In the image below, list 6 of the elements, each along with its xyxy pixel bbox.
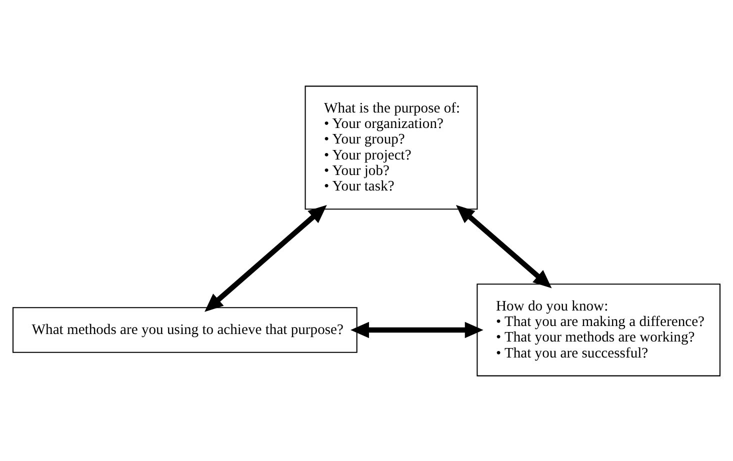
arrow xyxy=(350,321,484,338)
arrow xyxy=(456,204,552,288)
node-box: What methods are you using to achieve that purpose? xyxy=(12,306,358,352)
node-box: What is the purpose of: • Your organization? • Your group? • Your project? • Your job? • Your task? xyxy=(304,85,478,210)
arrow xyxy=(204,204,327,312)
node-box: How do you know: • That you are making a difference? • That your methods are working? • That you are successful? xyxy=(476,283,720,376)
